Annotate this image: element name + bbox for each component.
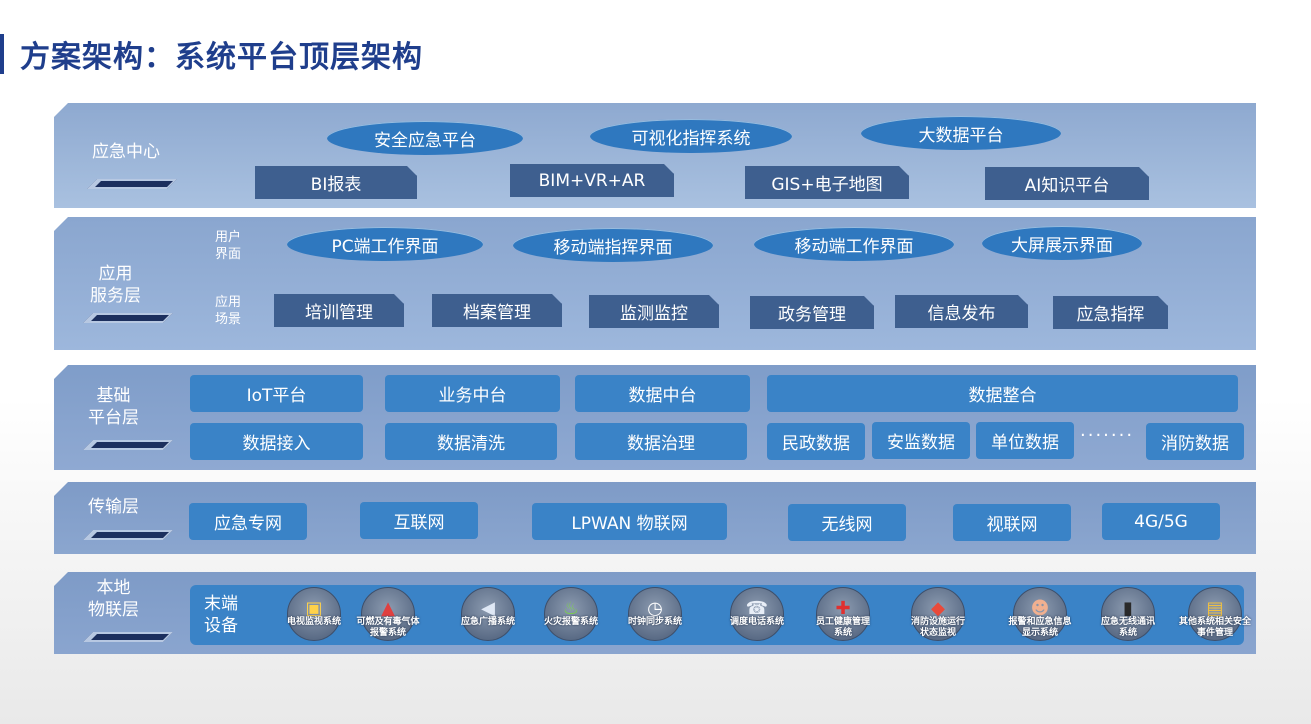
scene-label: 应用 场景 <box>215 295 242 327</box>
network-box: 应急专网 <box>189 503 307 540</box>
phone-icon: ☎ <box>730 587 784 641</box>
data-source-box: 安监数据 <box>872 422 970 459</box>
title-accent-bar <box>0 34 4 74</box>
module-box: AI知识平台 <box>985 167 1149 200</box>
broadcast-speaker-icon: ◀ <box>461 587 515 641</box>
scene-box: 监测监控 <box>589 295 719 328</box>
device-gas-alarm: ▲ 可燃及有毒气体报警系统 <box>343 585 433 645</box>
interface-ellipse: 移动端工作界面 <box>754 227 954 261</box>
interface-ellipse: 大屏展示界面 <box>982 226 1142 260</box>
network-box: 互联网 <box>360 502 478 539</box>
process-box: 数据清洗 <box>385 423 557 460</box>
device-alert-display: ☻ 报警和应急信息显示系统 <box>995 585 1085 645</box>
scene-box: 政务管理 <box>750 296 874 329</box>
layer-transport: 传输层 应急专网 互联网 LPWAN 物联网 无线网 视联网 4G/5G <box>54 482 1256 554</box>
scene-box: 档案管理 <box>432 294 562 327</box>
device-other-systems: ▤ 其他系统相关安全事件管理 <box>1170 585 1256 645</box>
user-interface-label: 用户 界面 <box>215 230 242 262</box>
radio-icon: ▮ <box>1101 587 1155 641</box>
fire-extinguisher-icon: ◆ <box>911 587 965 641</box>
layer-local-iot: 本地 物联层 末端 设备 ▣ 电视监视系统 ▲ 可燃及有毒气体报警系统 ◀ 应急… <box>54 572 1256 654</box>
device-radio: ▮ 应急无线通讯系统 <box>1083 585 1173 645</box>
process-box: 数据接入 <box>190 423 363 460</box>
layer-emergency-center: 应急中心 安全应急平台 可视化指挥系统 大数据平台 BI报表 BIM+VR+AR… <box>54 103 1256 208</box>
device-fire-facility: ◆ 消防设施运行状态监视 <box>893 585 983 645</box>
gas-alarm-icon: ▲ <box>361 587 415 641</box>
device-clock-sync: ◷ 时钟同步系统 <box>610 585 700 645</box>
device-health: ✚ 员工健康管理系统 <box>798 585 888 645</box>
device-broadcast: ◀ 应急广播系统 <box>443 585 533 645</box>
page-title: 方案架构：系统平台顶层架构 <box>20 40 423 75</box>
platform-box: 数据整合 <box>767 375 1238 412</box>
platform-ellipse: 可视化指挥系统 <box>590 119 792 153</box>
platform-box: 数据中台 <box>575 375 750 412</box>
data-source-box: 民政数据 <box>767 423 865 460</box>
network-box: 4G/5G <box>1102 503 1220 540</box>
clock-icon: ◷ <box>628 587 682 641</box>
device-fire-alarm: ♨ 火灾报警系统 <box>526 585 616 645</box>
module-box: BIM+VR+AR <box>510 164 674 197</box>
interface-ellipse: 移动端指挥界面 <box>513 228 713 262</box>
scene-box: 应急指挥 <box>1053 296 1168 329</box>
layer-plate-icon <box>87 179 177 189</box>
platform-box: IoT平台 <box>190 375 363 412</box>
folder-icon: ▤ <box>1188 587 1242 641</box>
layer-plate-icon <box>83 632 173 642</box>
data-source-box: 单位数据 <box>976 422 1074 459</box>
module-box: GIS+电子地图 <box>745 166 909 199</box>
platform-ellipse: 安全应急平台 <box>327 121 523 155</box>
network-box: 视联网 <box>953 504 1071 541</box>
fire-alarm-icon: ♨ <box>544 587 598 641</box>
layer-plate-icon <box>83 313 173 323</box>
panel-title: 末端 设备 <box>204 594 238 636</box>
tv-monitor-icon: ▣ <box>287 587 341 641</box>
network-box: 无线网 <box>788 504 906 541</box>
layer-name: 基础 平台层 <box>88 386 139 428</box>
module-box: BI报表 <box>255 166 417 199</box>
terminal-device-panel: 末端 设备 ▣ 电视监视系统 ▲ 可燃及有毒气体报警系统 ◀ 应急广播系统 ♨ … <box>190 585 1251 645</box>
layer-name: 应用 服务层 <box>90 264 141 306</box>
layer-foundation-platform: 基础 平台层 IoT平台 业务中台 数据中台 数据整合 数据接入 数据清洗 数据… <box>54 365 1256 470</box>
device-tv-monitor: ▣ 电视监视系统 <box>269 585 359 645</box>
scene-box: 信息发布 <box>895 295 1028 328</box>
ellipsis-dots: ······· <box>1080 425 1135 446</box>
platform-box: 业务中台 <box>385 375 560 412</box>
process-box: 数据治理 <box>575 423 747 460</box>
interface-ellipse: PC端工作界面 <box>287 227 483 261</box>
data-source-box: 消防数据 <box>1146 423 1244 460</box>
scene-box: 培训管理 <box>274 294 404 327</box>
layer-name: 传输层 <box>88 497 139 517</box>
layer-application-service: 应用 服务层 用户 界面 应用 场景 PC端工作界面 移动端指挥界面 移动端工作… <box>54 217 1256 350</box>
layer-plate-icon <box>83 440 173 450</box>
alert-people-icon: ☻ <box>1013 587 1067 641</box>
platform-ellipse: 大数据平台 <box>861 116 1061 150</box>
layer-name: 本地 物联层 <box>88 578 139 620</box>
health-kit-icon: ✚ <box>816 587 870 641</box>
network-box: LPWAN 物联网 <box>532 503 727 540</box>
device-dispatch-phone: ☎ 调度电话系统 <box>712 585 802 645</box>
layer-plate-icon <box>83 530 173 540</box>
layer-name: 应急中心 <box>92 142 160 162</box>
